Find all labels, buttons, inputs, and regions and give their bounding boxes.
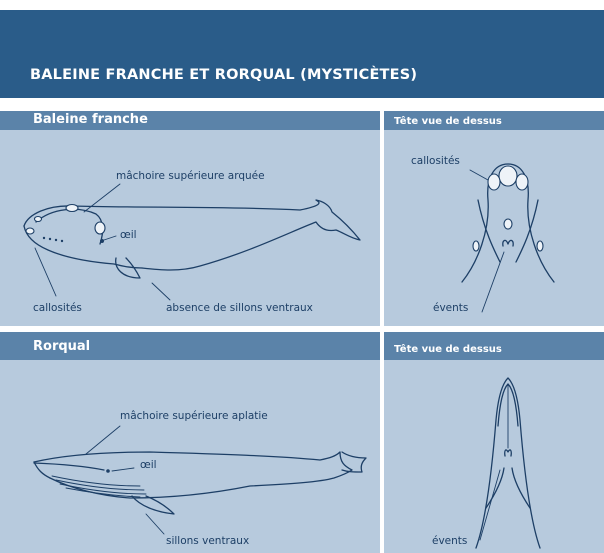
label-no-ventral-grooves: absence de sillons ventraux: [166, 302, 313, 314]
label-head-callosities: callosités: [411, 155, 460, 167]
head-callosity: [504, 219, 512, 229]
label-eye: œil: [120, 229, 137, 241]
label-upper-jaw-arched: mâchoire supérieure arquée: [116, 170, 265, 182]
right-whale-side-illustration: [24, 184, 360, 300]
callosity-mark: [66, 205, 78, 212]
label-callosities: callosités: [33, 302, 82, 314]
callosity-mark: [95, 222, 105, 234]
right-whale-head-illustration: [462, 164, 554, 312]
callosity-mark: [26, 228, 34, 234]
head-callosity: [488, 174, 500, 190]
label-eye: œil: [140, 459, 157, 471]
label-upper-jaw-flat: mâchoire supérieure aplatie: [120, 410, 268, 422]
label-blowholes: évents: [432, 535, 467, 547]
rorqual-side-illustration: [34, 426, 366, 534]
right-whale-section-title: Baleine franche: [33, 112, 148, 127]
blowhole-mark: [503, 240, 513, 246]
eye-dot: [100, 239, 104, 243]
eye-dot: [106, 469, 110, 473]
right-whale-head-view-title: Tête vue de dessus: [394, 116, 502, 127]
label-blowholes: évents: [433, 302, 468, 314]
rorqual-head-view-title: Tête vue de dessus: [394, 344, 502, 355]
head-callosity: [516, 174, 528, 190]
rorqual-head-illustration: [476, 378, 540, 548]
head-callosity: [499, 166, 517, 186]
head-callosity: [473, 241, 479, 251]
label-ventral-grooves: sillons ventraux: [166, 535, 249, 547]
blowhole-mark: [505, 450, 512, 456]
head-callosity: [537, 241, 543, 251]
callosity-mark: [35, 217, 42, 222]
rorqual-section-title: Rorqual: [33, 339, 90, 354]
